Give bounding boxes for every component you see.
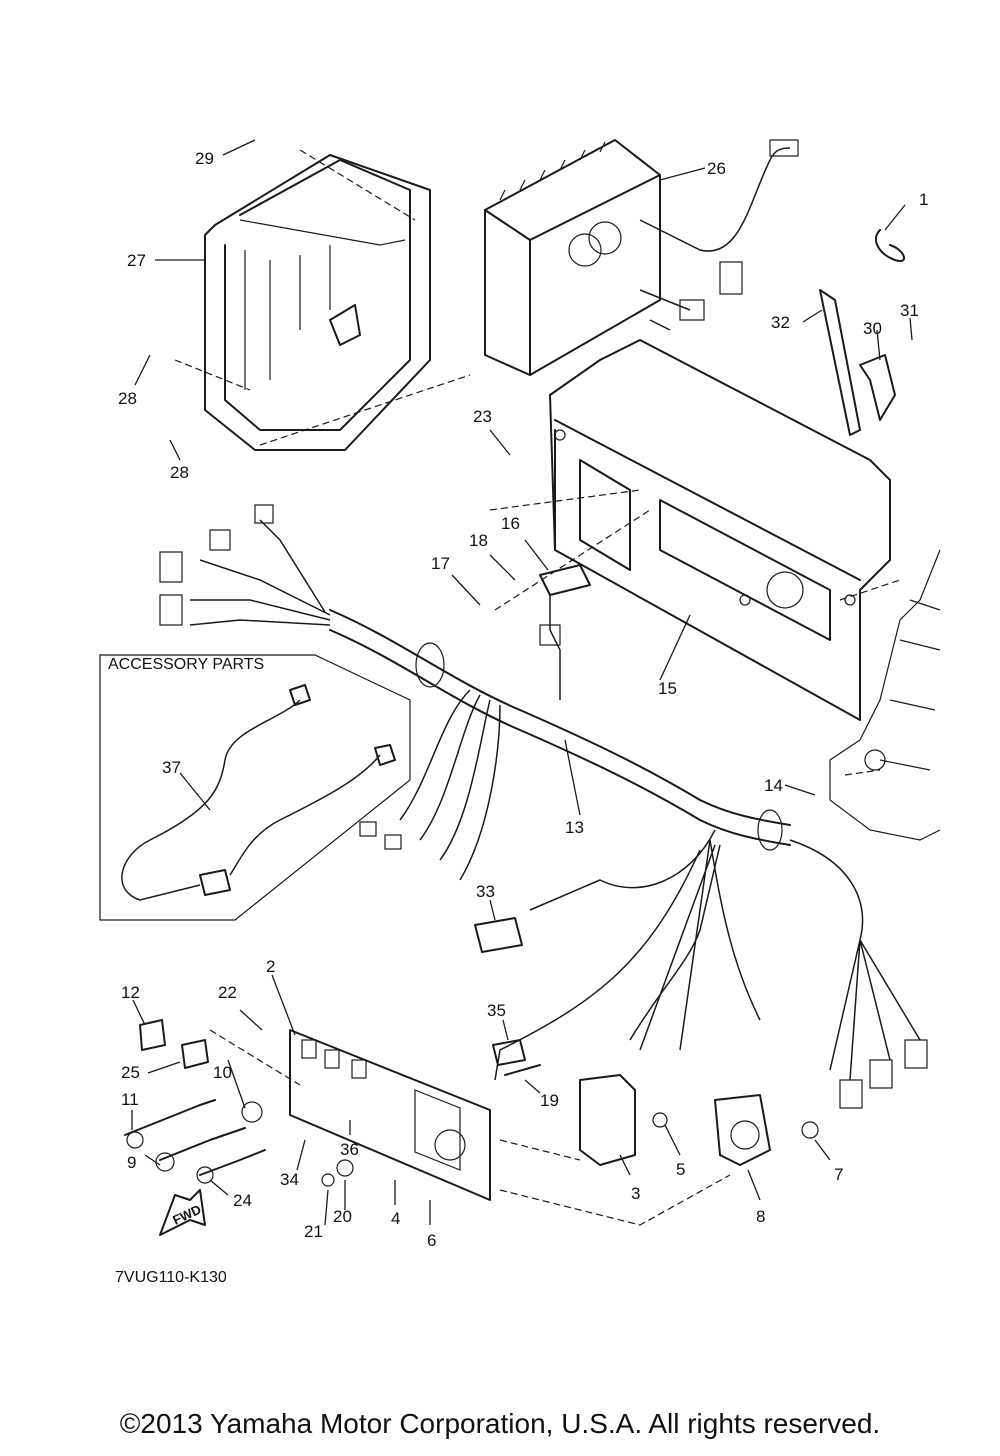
callout-2: 2 — [266, 957, 275, 976]
copyright-text: ©2013 Yamaha Motor Corporation, U.S.A. A… — [119, 1408, 881, 1439]
callout-3: 3 — [631, 1184, 640, 1203]
module-part — [484, 139, 799, 376]
callout-32: 32 — [771, 313, 790, 332]
drawing-code: 7VUG110-K130 — [115, 1269, 227, 1286]
callout-33: 33 — [476, 882, 495, 901]
callout-23: 23 — [473, 407, 492, 426]
accessory-parts-box: ACCESSORY PARTS — [99, 654, 411, 921]
callout-7: 7 — [834, 1165, 843, 1184]
bracket-part — [549, 339, 891, 721]
parts-diagram: ACCESSORY PARTS FWD — [99, 139, 941, 1286]
callout-19: 19 — [540, 1091, 559, 1110]
callout-16: 16 — [501, 514, 520, 533]
callout-35: 35 — [487, 1001, 506, 1020]
callout-25: 25 — [121, 1063, 140, 1082]
callout-20: 20 — [333, 1207, 352, 1226]
leader-lines — [131, 139, 913, 1226]
callout-28b: 28 — [170, 463, 189, 482]
callout-11: 11 — [121, 1090, 139, 1109]
callout-4: 4 — [391, 1209, 400, 1228]
callout-15: 15 — [658, 679, 677, 698]
callout-6: 6 — [427, 1231, 436, 1250]
callout-26: 26 — [707, 159, 726, 178]
callout-36: 36 — [340, 1140, 359, 1159]
callout-34: 34 — [280, 1170, 299, 1189]
callout-22: 22 — [218, 983, 237, 1002]
callout-1: 1 — [919, 190, 928, 209]
assembly-lines — [174, 149, 901, 1226]
callout-14: 14 — [764, 776, 783, 795]
callout-21: 21 — [304, 1222, 323, 1241]
callout-8: 8 — [756, 1207, 765, 1226]
callout-30: 30 — [863, 319, 882, 338]
engine-fragment — [829, 549, 941, 841]
harness-part — [159, 504, 928, 1109]
callout-24: 24 — [233, 1191, 252, 1210]
callout-18: 18 — [469, 531, 488, 550]
connector-part-16 — [539, 564, 591, 700]
accessory-parts-title: ACCESSORY PARTS — [108, 656, 264, 673]
callout-31: 31 — [900, 301, 919, 320]
callout-29: 29 — [195, 149, 214, 168]
small-parts: FWD — [124, 229, 905, 1236]
callout-28a: 28 — [118, 389, 137, 408]
callout-9: 9 — [127, 1153, 136, 1172]
callout-17: 17 — [431, 554, 450, 573]
callout-5: 5 — [676, 1160, 685, 1179]
callout-37: 37 — [162, 758, 181, 777]
panel-plate-part — [289, 1029, 491, 1201]
cover-box-part — [204, 154, 431, 451]
callout-10: 10 — [213, 1063, 232, 1082]
callout-labels: 1 2 3 4 5 6 7 8 9 10 11 12 13 14 15 16 1… — [118, 149, 928, 1250]
callout-12: 12 — [121, 983, 140, 1002]
callout-13: 13 — [565, 818, 584, 837]
callout-27: 27 — [127, 251, 146, 270]
